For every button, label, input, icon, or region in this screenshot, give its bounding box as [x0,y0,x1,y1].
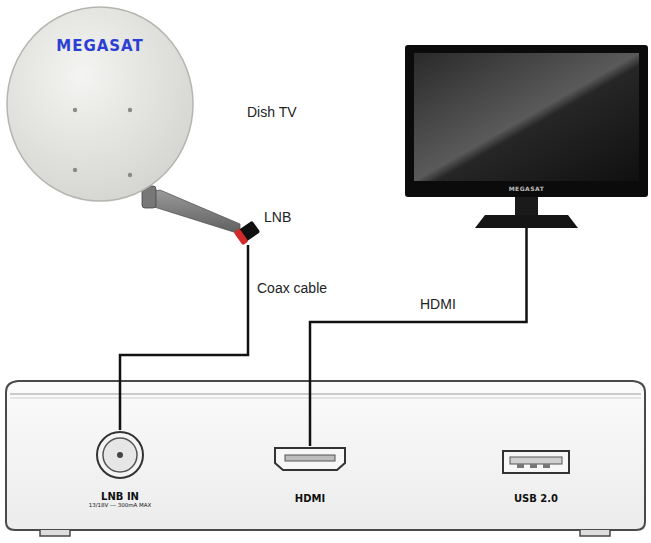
port-label: LNB IN [101,491,139,502]
cable-label: Coax cable [255,280,329,296]
port-label: USB 2.0 [514,493,558,504]
port-label: 13/18V --- 300mA MAX [89,502,152,508]
lnb-input-port-shape [95,430,145,480]
dish-arm [142,186,240,234]
usb-port-shape [501,449,571,475]
receiver-housing [6,381,645,536]
hdmi-port: HDMI [271,446,349,504]
lnb-head: LNB [234,219,262,245]
port-label: HDMI [295,493,325,504]
tv-screen: MEGASAT [405,45,648,228]
hdmi-cable [310,228,527,446]
hdmi-port-shape [273,446,347,472]
part-label: LNB [264,209,291,225]
usb-port: USB 2.0 [499,449,573,504]
coax-cable [120,245,248,430]
brand-logo: MEGASAT [5,37,195,55]
device-label: Dish TV [247,104,297,120]
cable-label: HDMI [418,296,458,312]
satellite-dish: MEGASATDish TV [5,5,195,205]
brand-logo: MEGASAT [405,185,648,192]
lnb-input-port: LNB IN13/18V --- 300mA MAX [87,430,154,508]
